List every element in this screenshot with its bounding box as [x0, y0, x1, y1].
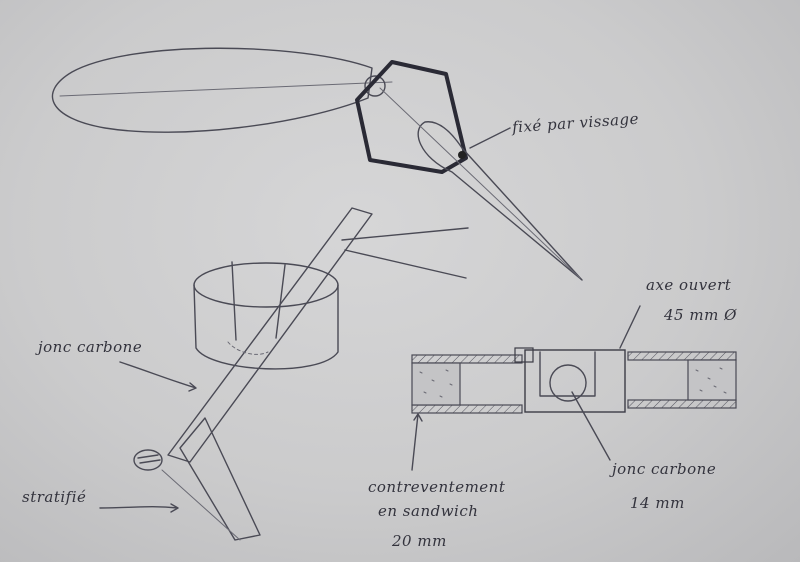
note-stratifie: stratifié	[22, 488, 87, 506]
bottom-skin-left	[411, 404, 523, 414]
blade-assembly-sketch	[51, 47, 583, 281]
dashed-joint	[227, 341, 269, 355]
pivot-circle	[364, 75, 386, 97]
leader-jonc-left	[119, 361, 197, 392]
hub-body	[193, 284, 339, 370]
screw-pointer	[469, 127, 511, 149]
axle-slot	[539, 351, 596, 397]
leader-jonc-right	[571, 391, 611, 461]
rod-end-hatch	[137, 454, 161, 464]
hub-slot	[231, 261, 286, 341]
carbon-rod-section	[549, 364, 587, 402]
laminate-blade	[179, 417, 261, 541]
top-skin-left	[411, 354, 523, 364]
sandwich-cross-section	[411, 347, 737, 414]
carbon-rod	[167, 207, 373, 463]
note-axe-diameter: 45 mm Ø	[664, 306, 737, 324]
note-size-14: 14 mm	[630, 494, 685, 512]
hub-top	[193, 262, 339, 308]
note-en-sandwich: en sandwich	[378, 502, 479, 520]
axle-flange	[514, 347, 534, 363]
rod-end	[133, 449, 163, 471]
note-axe-ouvert: axe ouvert	[646, 276, 732, 294]
core-left	[411, 362, 461, 406]
bottom-skin-right	[627, 399, 737, 409]
screw-point	[458, 151, 466, 159]
core-right	[687, 359, 737, 401]
secondary-blade-axis	[379, 87, 581, 279]
top-skin-right	[627, 351, 737, 361]
hub-assembly-sketch	[133, 207, 469, 541]
note-thickness-20: 20 mm	[392, 532, 447, 550]
blade-edge	[161, 469, 241, 541]
axle-housing	[524, 349, 626, 413]
leader-stratifie	[99, 503, 179, 513]
note-jonc-carbone-right: jonc carbone	[612, 460, 717, 478]
leader-contreventement	[411, 413, 423, 471]
core-stipple-left	[419, 369, 453, 398]
core-stipple-right	[695, 367, 727, 394]
rod-guide-top	[341, 227, 469, 279]
secondary-blade	[417, 121, 583, 281]
leader-axe	[619, 305, 641, 349]
pentagon-bracket	[355, 60, 468, 174]
blade-outline	[51, 47, 373, 133]
note-jonc-carbone-left: jonc carbone	[38, 338, 143, 356]
blade-centerline	[59, 81, 393, 97]
note-contreventement: contreventement	[368, 478, 506, 496]
